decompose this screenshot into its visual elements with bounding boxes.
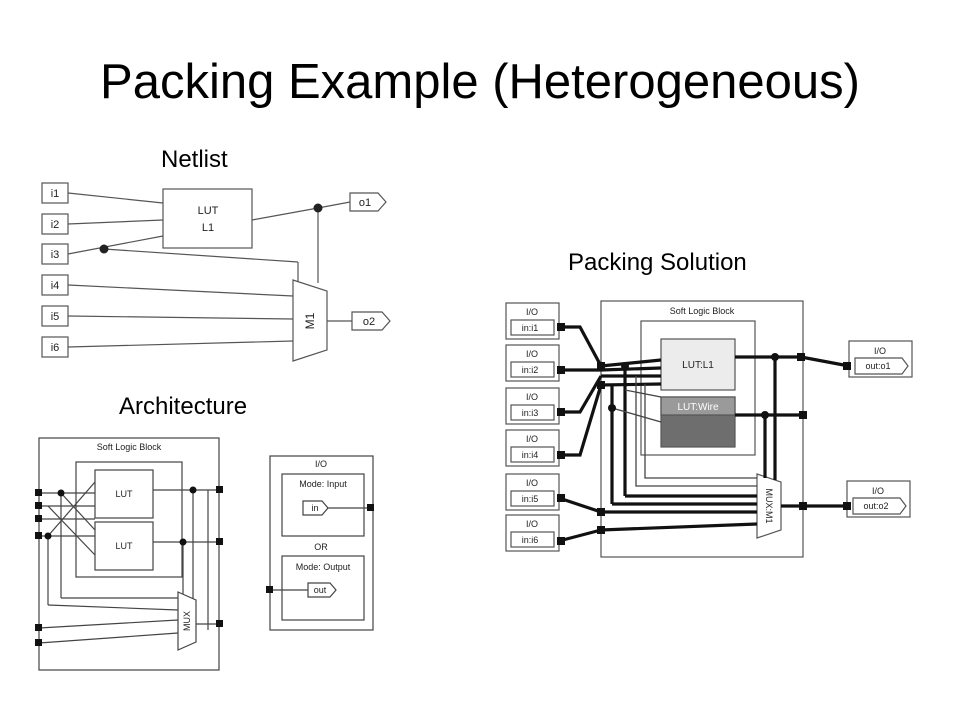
solution-input-label: in:i6 <box>522 535 539 545</box>
netlist-inputs <box>41 182 69 358</box>
netlist-mux <box>292 279 328 362</box>
solution-output-label: out:o1 <box>865 361 890 371</box>
arch-io-title: I/O <box>315 459 327 469</box>
arch-mux <box>177 591 197 651</box>
netlist-input-label: i5 <box>51 311 60 323</box>
netlist-output-label: o2 <box>363 316 375 328</box>
solution-output-label: out:o2 <box>863 501 888 511</box>
arch-pin-markers <box>35 486 374 646</box>
solution-input-label: in:i2 <box>522 365 539 375</box>
arch-io-mode-output: Mode: Output <box>296 562 351 572</box>
arch-lut-2 <box>94 521 154 571</box>
netlist-output-o2 <box>351 311 391 331</box>
solution-mux-label: MUX:M1 <box>764 488 774 523</box>
solution-io-title: I/O <box>526 349 538 359</box>
netlist-lut-name: L1 <box>202 222 214 234</box>
arch-io-pin-in: in <box>311 503 318 513</box>
solution-io-title: I/O <box>526 434 538 444</box>
netlist-label: Netlist <box>161 146 228 173</box>
arch-lut-label: LUT <box>115 489 133 499</box>
solution-mux <box>756 473 782 539</box>
netlist-input-label: i6 <box>51 342 60 354</box>
solution-input-label: in:i4 <box>522 450 539 460</box>
netlist-output-o1 <box>349 192 387 212</box>
solution-thin-wires <box>611 376 757 487</box>
arch-io-pin-out: out <box>314 585 327 595</box>
arch-lut-label: LUT <box>115 541 133 551</box>
arch-io-or: OR <box>314 542 328 552</box>
solution-input-label: in:i3 <box>522 408 539 418</box>
architecture-label: Architecture <box>119 393 248 420</box>
architecture-diagram <box>38 437 374 671</box>
netlist-diagram <box>41 182 391 362</box>
solution-io-title: I/O <box>526 392 538 402</box>
solution-diagram <box>505 300 913 558</box>
slide-title: Packing Example (Heterogeneous) <box>100 55 860 109</box>
solution-block-title: Soft Logic Block <box>670 306 735 316</box>
netlist-output-label: o1 <box>359 197 371 209</box>
netlist-input-label: i1 <box>51 188 60 200</box>
netlist-input-label: i2 <box>51 219 60 231</box>
solution-input-label: in:i5 <box>522 494 539 504</box>
solution-io-title: I/O <box>874 346 886 356</box>
solution-pin-markers <box>557 323 851 545</box>
solution-io-title: I/O <box>526 478 538 488</box>
solution-lut-wire-label: LUT:Wire <box>677 402 719 413</box>
solution-lut-l1 <box>660 338 736 391</box>
solution-io-inputs <box>505 302 560 552</box>
netlist-input-label: i4 <box>51 280 60 292</box>
netlist-mux-label: M1 <box>303 312 317 329</box>
arch-lut-1 <box>94 469 154 519</box>
packing-solution-label: Packing Solution <box>568 249 747 276</box>
netlist-input-label: i3 <box>51 249 60 261</box>
arch-mux-label: MUX <box>182 611 192 631</box>
netlist-lut-label: LUT <box>198 205 219 217</box>
arch-io-mode-input: Mode: Input <box>299 479 347 489</box>
solution-lut-l1-label: LUT:L1 <box>682 360 714 371</box>
solution-input-label: in:i1 <box>522 323 539 333</box>
netlist-lut <box>162 188 253 249</box>
solution-wires <box>558 325 850 543</box>
solution-io-title: I/O <box>526 519 538 529</box>
arch-block-title: Soft Logic Block <box>97 442 162 452</box>
solution-io-title: I/O <box>526 307 538 317</box>
solution-io-title: I/O <box>872 486 884 496</box>
